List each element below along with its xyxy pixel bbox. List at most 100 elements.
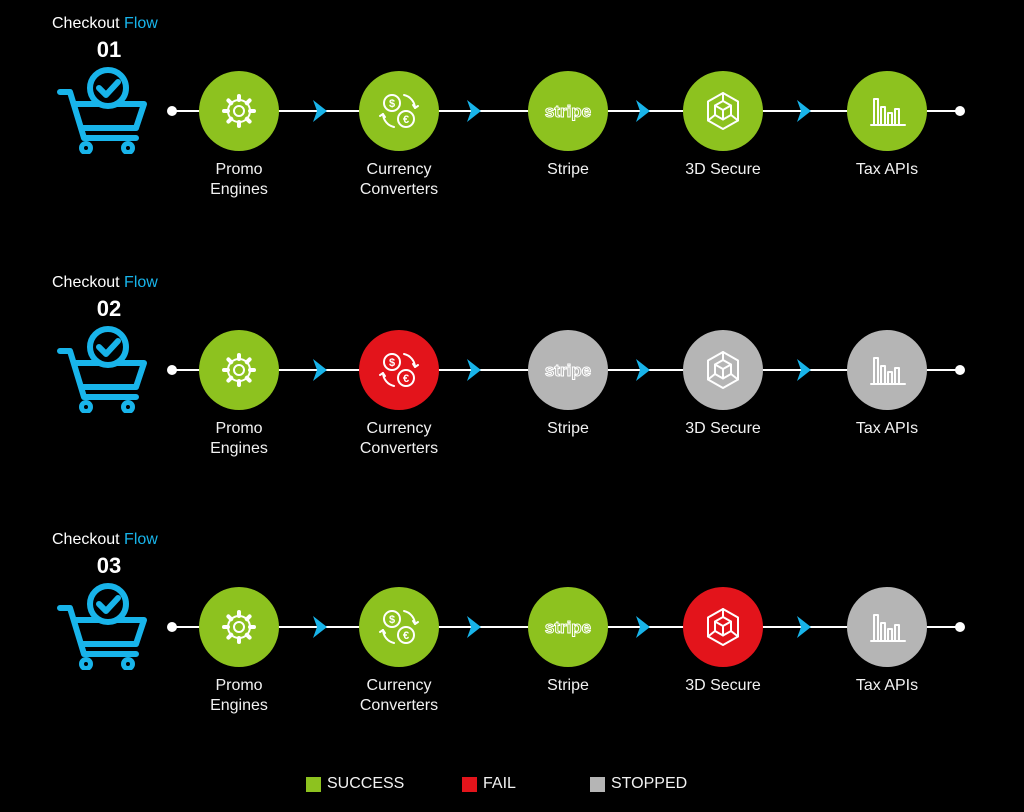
flow-title-accent: Flow [124, 531, 158, 548]
gear-icon [215, 603, 263, 651]
stripe-logo-text: stripe [545, 361, 591, 380]
arrow-right-icon [467, 616, 481, 638]
step-node-success [199, 330, 279, 410]
step-label-line-1: Tax APIs [855, 420, 919, 437]
currency-exchange-icon: $ € [375, 603, 423, 651]
flow-title: Checkout Flow [52, 273, 172, 293]
stripe-logo-text: stripe [545, 102, 591, 121]
step-label-line-2: Engines [210, 697, 268, 714]
svg-text:€: € [403, 373, 409, 385]
cart-icon-wrapper [56, 574, 152, 671]
svg-text:€: € [403, 630, 409, 642]
arrow-right-icon [467, 359, 481, 381]
currency-exchange-icon: $ € [375, 87, 423, 135]
step-node-success: stripe [528, 71, 608, 151]
legend-label: SUCCESS [327, 775, 405, 792]
legend-label: FAIL [483, 775, 516, 792]
flow-title-prefix: Checkout [52, 531, 120, 548]
step-label-line-1: 3D Secure [685, 420, 761, 437]
svg-text:$: $ [389, 614, 395, 626]
step-node-stopped [847, 587, 927, 667]
step-label: Tax APIs [817, 419, 957, 439]
arrow-right-icon [636, 359, 650, 381]
step-label-line-1: Tax APIs [855, 677, 919, 694]
legend-swatch [462, 776, 477, 792]
step-node-success [199, 587, 279, 667]
arrow-right-icon [313, 100, 327, 122]
arrow-right-icon [467, 100, 481, 122]
flow-end-dot [955, 106, 965, 116]
gear-icon [215, 346, 263, 394]
flow-number: 01 [96, 37, 122, 62]
shopping-cart-check-icon [57, 67, 147, 155]
cube-shield-icon [699, 346, 747, 394]
step-label-line-1: Stripe [547, 161, 589, 178]
flow-start-dot [167, 365, 177, 375]
step-label-line-1: Promo [215, 420, 263, 437]
step-node-success: stripe [528, 587, 608, 667]
flow-number: 03 [96, 553, 122, 578]
step-node-stopped: stripe [528, 330, 608, 410]
flow-title-prefix: Checkout [52, 274, 120, 291]
shopping-cart-check-icon [57, 583, 147, 671]
step-label-line-2: Converters [359, 697, 439, 714]
step-label: 3D Secure [653, 160, 793, 180]
stripe-logo-icon: stripe [536, 603, 600, 651]
step-label: Stripe [498, 676, 638, 696]
flow-title-accent: Flow [124, 274, 158, 291]
step-node-success: $ € [359, 587, 439, 667]
svg-text:$: $ [389, 98, 395, 110]
step-node-fail [683, 587, 763, 667]
stripe-logo-icon: stripe [536, 346, 600, 394]
step-node-fail: $ € [359, 330, 439, 410]
flow-title-accent: Flow [124, 15, 158, 32]
bar-chart-icon [863, 603, 911, 651]
legend-label: STOPPED [611, 775, 688, 792]
cube-shield-icon [699, 87, 747, 135]
flow-title: Checkout Flow [52, 530, 172, 550]
step-label: 3D Secure [653, 676, 793, 696]
svg-text:€: € [403, 114, 409, 126]
legend-item-success: SUCCESS [306, 774, 404, 794]
cube-shield-icon [699, 603, 747, 651]
legend-swatch [590, 776, 605, 792]
step-label: Tax APIs [817, 160, 957, 180]
arrow-right-icon [797, 616, 811, 638]
step-label-line-2: Engines [210, 440, 268, 457]
legend-item-stopped: STOPPED [590, 774, 687, 794]
step-label: Stripe [498, 419, 638, 439]
step-label-line-2: Converters [359, 181, 439, 198]
arrow-right-icon [313, 359, 327, 381]
arrow-right-icon [636, 616, 650, 638]
svg-text:$: $ [389, 357, 395, 369]
step-node-success [199, 71, 279, 151]
step-node-stopped [683, 330, 763, 410]
step-label-line-1: Stripe [547, 677, 589, 694]
step-label: 3D Secure [653, 419, 793, 439]
stripe-logo-icon: stripe [536, 87, 600, 135]
arrow-right-icon [797, 100, 811, 122]
step-label-line-1: Stripe [547, 420, 589, 437]
cart-icon-wrapper [56, 58, 152, 155]
step-label-line-1: Currency [366, 161, 432, 178]
step-label-line-1: Tax APIs [855, 161, 919, 178]
bar-chart-icon [863, 346, 911, 394]
legend-swatch [306, 776, 321, 792]
bar-chart-icon [863, 87, 911, 135]
step-label-line-1: Currency [366, 420, 432, 437]
legend-item-fail: FAIL [462, 774, 516, 794]
flow-start-dot [167, 622, 177, 632]
step-label-line-1: Promo [215, 677, 263, 694]
step-node-success [683, 71, 763, 151]
flow-start-dot [167, 106, 177, 116]
currency-exchange-icon: $ € [375, 346, 423, 394]
step-node-success: $ € [359, 71, 439, 151]
